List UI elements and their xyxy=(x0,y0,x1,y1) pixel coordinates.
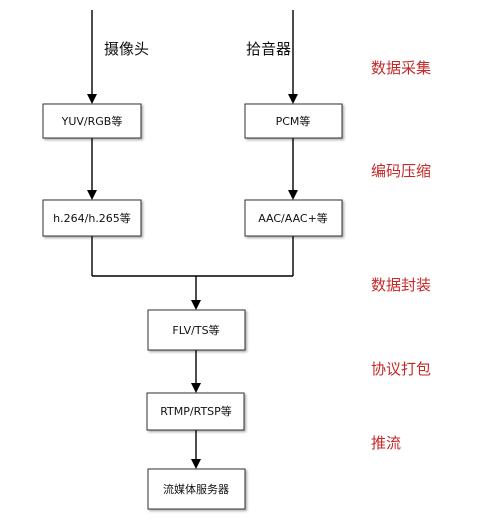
box-aac-label: AAC/AAC+等 xyxy=(258,211,328,225)
source-camera-label: 摄像头 xyxy=(104,40,149,58)
stage-labels: 数据采集 编码压缩 数据封装 协议打包 推流 xyxy=(371,59,431,452)
stage-push-label: 推流 xyxy=(371,434,401,452)
box-yuv: YUV/RGB等 xyxy=(42,103,142,139)
stage-protocol-label: 协议打包 xyxy=(371,360,431,378)
box-pcm: PCM等 xyxy=(244,103,343,139)
stage-encode-label: 编码压缩 xyxy=(371,162,431,180)
box-yuv-label: YUV/RGB等 xyxy=(61,114,123,128)
box-rtmp-label: RTMP/RTSP等 xyxy=(160,404,232,418)
stage-capture-label: 数据采集 xyxy=(371,59,431,77)
box-h264-label: h.264/h.265等 xyxy=(53,211,131,225)
box-aac: AAC/AAC+等 xyxy=(244,199,343,237)
box-pcm-label: PCM等 xyxy=(276,114,311,128)
source-microphone-label: 拾音器 xyxy=(246,40,291,58)
box-flv: FLV/TS等 xyxy=(147,309,246,351)
box-flv-label: FLV/TS等 xyxy=(172,323,219,337)
box-server: 流媒体服务器 xyxy=(147,468,246,510)
stage-mux-label: 数据封装 xyxy=(371,276,431,294)
box-h264: h.264/h.265等 xyxy=(42,199,142,237)
box-server-label: 流媒体服务器 xyxy=(163,482,229,496)
connector-lines xyxy=(87,10,298,469)
box-rtmp: RTMP/RTSP等 xyxy=(146,392,245,431)
